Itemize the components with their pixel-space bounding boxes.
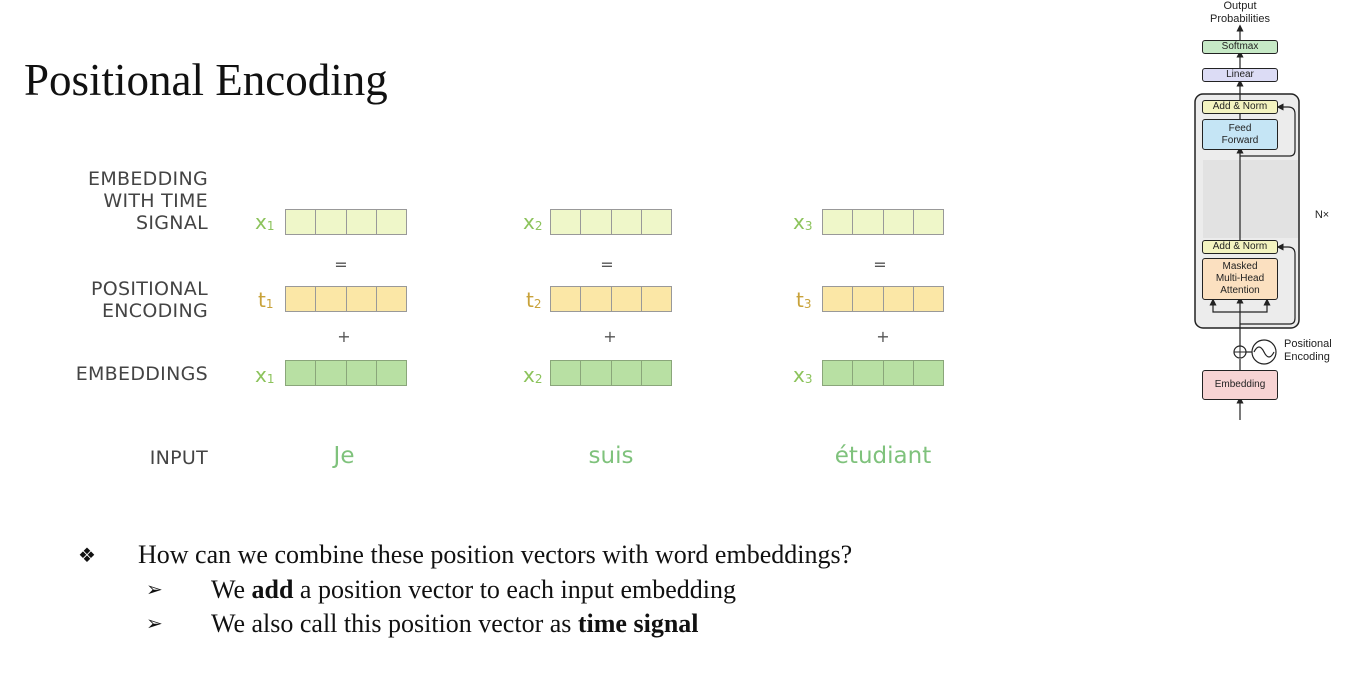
t-symbol: t2 xyxy=(526,288,542,312)
nx-label: N× xyxy=(1314,209,1330,221)
input-word: suis xyxy=(588,443,634,469)
arrow-bullet-icon: ➢ xyxy=(146,577,163,601)
x-symbol: x3 xyxy=(793,210,813,234)
row-label-positional-encoding: POSITIONAL ENCODING xyxy=(90,278,208,322)
add-norm-block: Add & Norm xyxy=(1202,100,1278,114)
row-label-embedding-with-time-signal: EMBEDDING WITH TIME SIGNAL xyxy=(88,168,208,234)
input-word: étudiant xyxy=(834,443,932,469)
equals-sign: = xyxy=(600,255,614,274)
arrow-bullet-icon: ➢ xyxy=(146,611,163,635)
plus-sign: + xyxy=(876,327,890,346)
x-symbol: x1 xyxy=(255,210,275,234)
bullet-sub-1: We add a position vector to each input e… xyxy=(211,575,737,604)
feed-forward-block: Feed Forward xyxy=(1202,119,1278,150)
t-symbol: t3 xyxy=(796,288,812,312)
softmax-block: Softmax xyxy=(1202,40,1278,54)
slide-title: Positional Encoding xyxy=(24,55,388,105)
positional-vector xyxy=(550,286,672,312)
time-signal-vector xyxy=(550,209,672,235)
plus-sign: + xyxy=(337,327,351,346)
time-signal-vector xyxy=(285,209,407,235)
positional-encoding-label: Positional Encoding xyxy=(1284,338,1332,363)
bullet-sub-2: We also call this position vector as tim… xyxy=(211,609,699,638)
row-label-input: INPUT xyxy=(149,447,208,469)
x-symbol: x1 xyxy=(255,363,275,387)
diamond-bullet-icon: ❖ xyxy=(78,543,96,567)
embedding-vector xyxy=(822,360,944,386)
row-label-embeddings: EMBEDDINGS xyxy=(75,363,208,385)
add-norm-block: Add & Norm xyxy=(1202,240,1278,254)
bullet-main: How can we combine these position vector… xyxy=(138,540,853,569)
linear-block: Linear xyxy=(1202,68,1278,82)
input-word: Je xyxy=(333,443,355,469)
equals-sign: = xyxy=(334,255,348,274)
plus-sign: + xyxy=(603,327,617,346)
t-symbol: t1 xyxy=(258,288,274,312)
equals-sign: = xyxy=(873,255,887,274)
output-probabilities-label: Output Probabilities xyxy=(1210,0,1270,25)
x-symbol: x2 xyxy=(523,210,543,234)
masked-multi-head-attention-block: Masked Multi-Head Attention xyxy=(1202,258,1278,300)
x-symbol: x3 xyxy=(793,363,813,387)
embedding-block: Embedding xyxy=(1202,370,1278,400)
positional-vector xyxy=(285,286,407,312)
x-symbol: x2 xyxy=(523,363,543,387)
time-signal-vector xyxy=(822,209,944,235)
embedding-vector xyxy=(285,360,407,386)
embedding-vector xyxy=(550,360,672,386)
transformer-decoder-diagram: Output Probabilities Softmax Linear Add … xyxy=(1180,0,1350,430)
positional-vector xyxy=(822,286,944,312)
